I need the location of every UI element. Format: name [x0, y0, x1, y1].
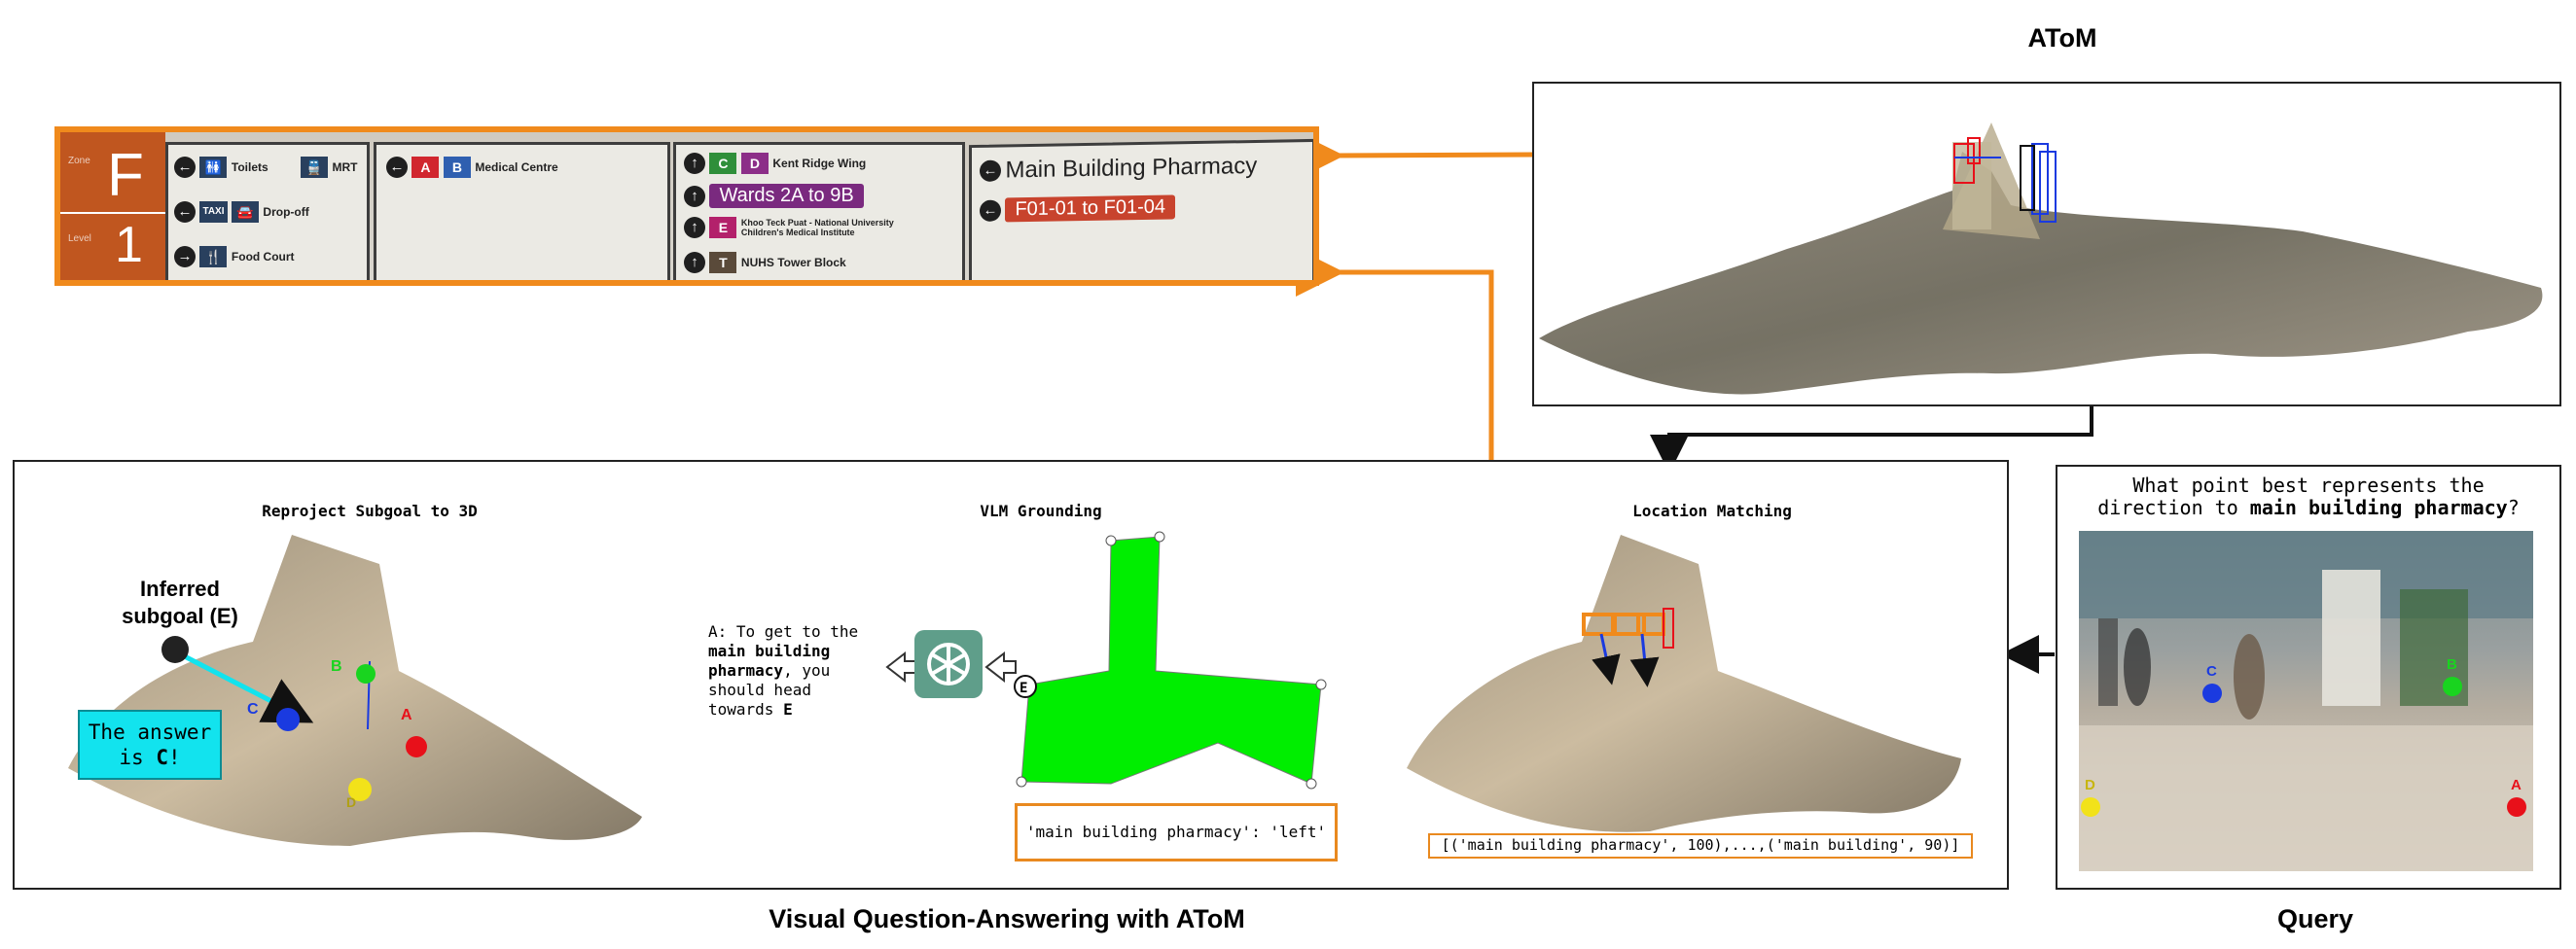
arrow-up-icon: ↑: [684, 153, 705, 174]
label-b: B: [331, 658, 342, 675]
toilet-icon: 🚻: [199, 157, 228, 178]
taxi-icon: TAXI: [199, 201, 228, 223]
location-title: Location Matching: [1632, 502, 1792, 520]
query-point-c: [2202, 684, 2222, 703]
query-photo: A B C D: [2079, 531, 2533, 871]
vlm-title: VLM Grounding: [980, 502, 1102, 520]
label-d: D: [346, 794, 356, 810]
arrow-up-icon: ↑: [684, 252, 705, 273]
level-block: Zone F Level 1: [60, 132, 165, 280]
mrt-label: MRT: [332, 160, 358, 174]
reproject-map: A B C D: [68, 535, 642, 846]
label-c: C: [247, 701, 259, 718]
chip-a: A: [411, 157, 440, 178]
arrow-left-icon: ←: [980, 199, 1001, 222]
query-point-b: [2443, 677, 2462, 696]
question-line1: What point best represents the: [2132, 474, 2485, 497]
cutlery-icon: 🍴: [199, 246, 228, 267]
level-number: 1: [115, 217, 143, 273]
vqa-title: Visual Question-Answering with AToM: [769, 904, 1245, 933]
toilets-label: Toilets: [231, 160, 268, 174]
sign-panel-pharmacy: ← Main Building Pharmacy ← F01-01 to F01…: [969, 138, 1313, 280]
vlm-output-box: 'main building pharmacy': 'left': [1015, 803, 1338, 861]
query-title: Query: [2276, 904, 2354, 933]
node-e-label: E: [1020, 681, 1027, 696]
level-label: Level: [68, 233, 91, 244]
answer-letter: C: [156, 746, 168, 769]
atom-title: AToM: [2027, 23, 2097, 53]
level-letter: F: [107, 142, 144, 209]
query-label-c: C: [2206, 663, 2217, 680]
car-icon: 🚘: [231, 201, 259, 223]
answer-suffix: !: [167, 746, 181, 769]
kent-ridge-label: Kent Ridge Wing: [772, 157, 867, 170]
atom-point-cloud: [1539, 123, 2543, 395]
query-label-a: A: [2511, 777, 2522, 793]
dropoff-label: Drop-off: [263, 205, 309, 219]
openai-logo-icon: [914, 630, 983, 698]
sign-panel-facilities: ← 🚻 Toilets 🚆 MRT ← TAXI 🚘 Drop-off → 🍴 …: [165, 142, 370, 280]
answer-box: The answer is C!: [78, 710, 222, 780]
inferred-subgoal-label: Inferred subgoal (E): [88, 576, 272, 630]
arrow-up-icon: ↑: [684, 217, 705, 238]
pharmacy-title: Main Building Pharmacy: [1005, 152, 1258, 184]
atom-panel: [1532, 82, 2561, 406]
point-c: [276, 708, 300, 731]
zone-label: Zone: [68, 156, 90, 166]
chip-b: B: [443, 157, 471, 178]
vlm-answer-bold: main building pharmacy: [708, 642, 831, 680]
arrow-left-icon: ←: [174, 201, 196, 223]
arrow-left-icon: ←: [174, 157, 196, 178]
location-map: [1407, 535, 1961, 832]
ktp-label-line2: Children's Medical Institute: [740, 228, 855, 237]
nuhs-tower-label: NUHS Tower Block: [740, 256, 846, 269]
ktp-label-line1: Khoo Teck Puat - National University: [740, 218, 894, 228]
sign-panel-wings: ↑ C D Kent Ridge Wing ↑ Wards 2A to 9B ↑…: [673, 142, 965, 280]
chip-c: C: [709, 153, 737, 174]
chip-e: E: [709, 217, 737, 238]
query-label-d: D: [2085, 777, 2095, 793]
query-point-d: [2081, 797, 2100, 817]
answer-prefix: is: [119, 746, 157, 769]
pharmacy-unit-label: F01-01 to F01-04: [1005, 194, 1175, 223]
sign-photo: Zone F Level 1 ← 🚻 Toilets 🚆 MRT ← TAXI …: [54, 126, 1319, 286]
wards-label: Wards 2A to 9B: [709, 184, 864, 208]
sign-panel-medical: ← A B Medical Centre: [374, 142, 670, 280]
vlm-answer-end: E: [783, 700, 793, 719]
point-b: [356, 664, 376, 684]
question-suffix: ?: [2507, 496, 2520, 519]
vlm-answer-mid: , you should head towards: [708, 661, 831, 719]
question-prefix: direction to: [2097, 496, 2250, 519]
arrow-left-icon: ←: [386, 157, 408, 178]
hollow-arrow-left-2: [984, 650, 1017, 684]
point-d: [348, 778, 372, 801]
black-arrow-atom-down: [1650, 394, 2093, 474]
question-bold: main building pharmacy: [2249, 496, 2508, 519]
arrow-up-icon: ↑: [684, 185, 705, 207]
vlm-answer-prefix: A: To get to the: [708, 622, 859, 641]
inferred-subgoal-point: [161, 636, 189, 663]
point-a: [406, 736, 427, 757]
arrow-right-icon: →: [174, 246, 196, 267]
query-label-b: B: [2447, 656, 2457, 673]
answer-line1: The answer: [88, 721, 212, 744]
train-icon: 🚆: [301, 157, 328, 178]
location-output-box: [('main building pharmacy', 100),...,('m…: [1428, 833, 1973, 859]
query-point-a: [2507, 797, 2526, 817]
arrow-left-icon: ←: [980, 159, 1001, 182]
vlm-answer-text: A: To get to the main building pharmacy,…: [708, 622, 883, 720]
vlm-green-polygon: E: [1014, 531, 1327, 790]
inferred-line1: Inferred: [140, 577, 220, 601]
query-question: What point best represents the direction…: [2060, 474, 2557, 519]
level-divider: [60, 212, 165, 214]
reproject-title: Reproject Subgoal to 3D: [262, 502, 478, 520]
chip-d: D: [740, 153, 769, 174]
inferred-line2: subgoal (E): [122, 604, 238, 628]
chip-t: T: [709, 252, 737, 273]
food-court-label: Food Court: [231, 250, 295, 264]
medical-centre-label: Medical Centre: [475, 160, 558, 174]
label-a: A: [401, 707, 412, 723]
